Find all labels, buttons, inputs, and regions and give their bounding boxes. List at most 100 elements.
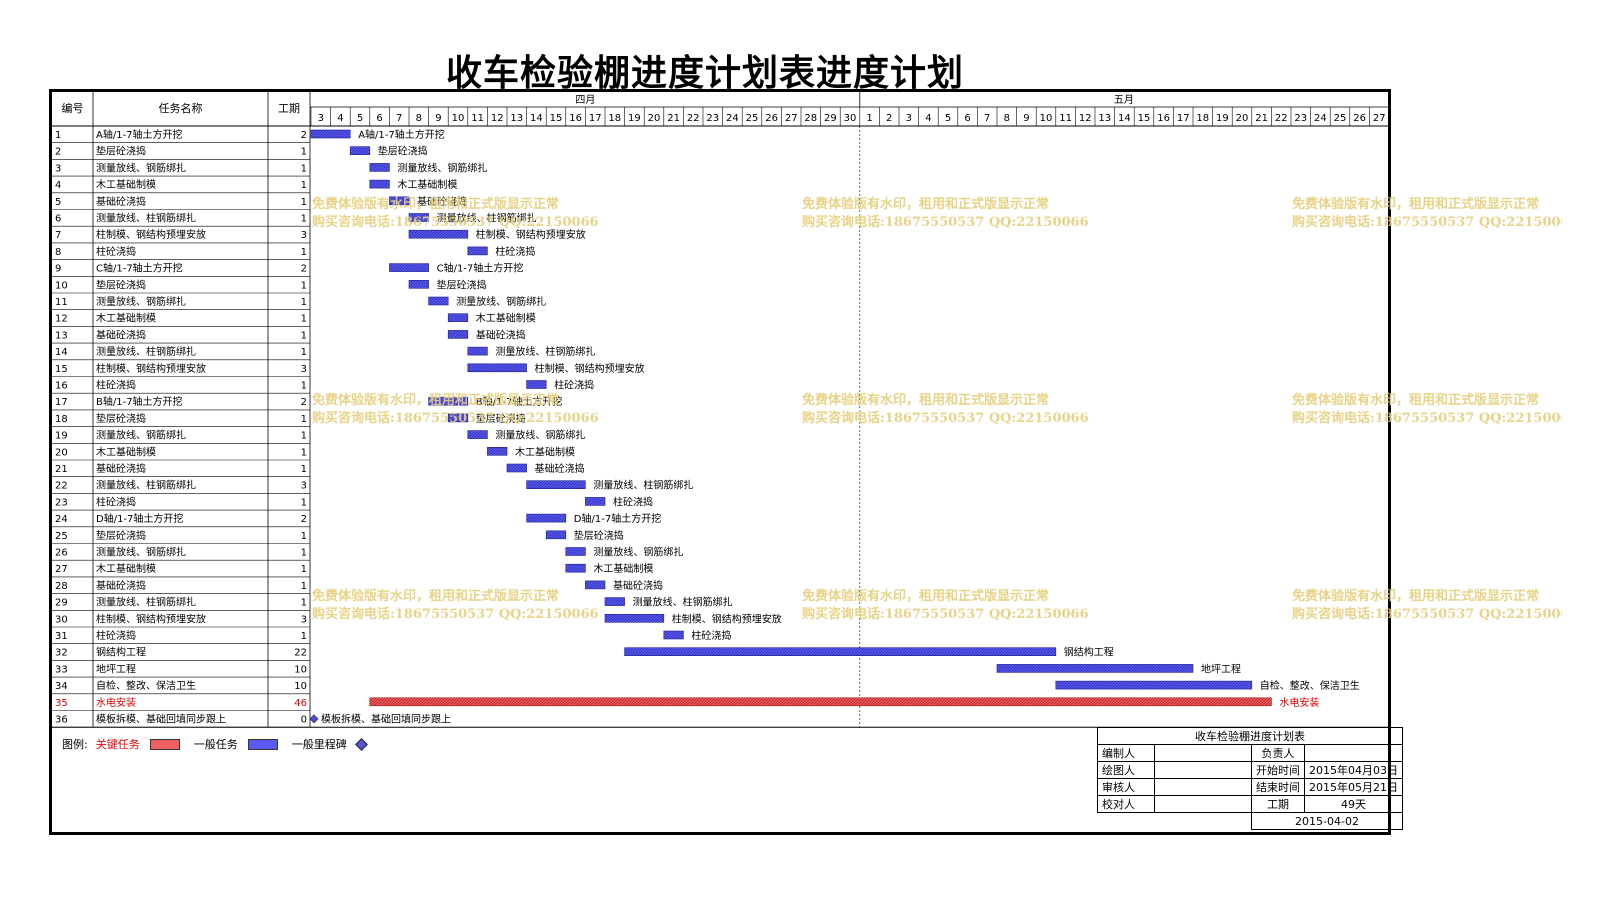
task-bar	[369, 697, 1272, 707]
day-label: 4	[925, 113, 931, 124]
day-label: 17	[589, 113, 602, 124]
gantt-frame	[49, 89, 1391, 835]
task-name: 测量放线、钢筋绑扎	[96, 429, 186, 442]
day-label: 11	[1059, 113, 1072, 124]
task-duration: 2	[301, 130, 307, 141]
task-duration: 1	[301, 247, 307, 258]
task-name: C轴/1-7轴土方开挖	[96, 262, 183, 275]
bar-label: C轴/1-7轴土方开挖	[437, 262, 524, 275]
day-label: 10	[1040, 113, 1053, 124]
info-drawer	[1154, 761, 1252, 779]
info-table: 收车检验棚进度计划表 编制人 负责人 绘图人 开始时间 2015年04月03日 …	[1096, 727, 1404, 830]
info-duration: 49天	[1303, 795, 1404, 813]
task-name: 柱制模、钢结构预埋安放	[96, 362, 206, 375]
bar-label: 基础砼浇捣	[417, 195, 467, 208]
task-id: 28	[55, 581, 68, 592]
task-name: 柱砼浇捣	[96, 629, 136, 642]
task-bar	[447, 330, 469, 339]
task-id: 35	[55, 698, 68, 709]
task-name: 测量放线、柱钢筋绑扎	[96, 212, 196, 225]
task-name: 柱砼浇捣	[96, 495, 136, 508]
task-id: 12	[55, 314, 68, 325]
bar-label: 模板拆模、基础回填同步跟上	[321, 713, 451, 726]
legend-label: 图例:	[62, 738, 88, 751]
day-label: 15	[550, 113, 563, 124]
day-label: 2	[886, 113, 892, 124]
bar-label: 测量放线、柱钢筋绑扎	[633, 596, 733, 609]
task-duration: 1	[301, 214, 307, 225]
info-date: 2015-04-02	[1250, 812, 1404, 830]
task-name: 柱制模、钢结构预埋安放	[96, 612, 206, 625]
task-duration: 3	[301, 481, 307, 492]
task-bar	[565, 563, 586, 573]
task-bar	[585, 497, 606, 506]
bar-label: 木工基础制模	[397, 178, 457, 191]
day-label: 29	[824, 113, 837, 124]
task-bar	[408, 229, 469, 239]
day-label: 16	[1157, 113, 1170, 124]
info-duration-label: 工期	[1251, 795, 1305, 813]
task-name: 测量放线、钢筋绑扎	[96, 546, 186, 559]
bar-label: 垫层砼浇捣	[476, 412, 526, 425]
task-id: 1	[55, 130, 61, 141]
day-label: 6	[376, 113, 382, 124]
day-label: 23	[706, 113, 719, 124]
task-id: 25	[55, 531, 68, 542]
task-name: 垫层砼浇捣	[96, 412, 146, 425]
day-label: 4	[337, 113, 343, 124]
day-label: 13	[1098, 113, 1111, 124]
bar-label: 柱砼浇捣	[613, 495, 653, 508]
task-name: A轴/1-7轴土方开挖	[96, 128, 183, 141]
task-duration: 1	[301, 464, 307, 475]
task-name: 木工基础制模	[96, 445, 156, 458]
task-duration: 1	[301, 581, 307, 592]
day-label: 14	[1118, 113, 1131, 124]
task-duration: 1	[301, 447, 307, 458]
task-id: 7	[55, 230, 61, 241]
task-id: 19	[55, 431, 68, 442]
task-bar	[389, 196, 410, 206]
task-name: 自检、整改、保洁卫生	[96, 679, 196, 692]
task-name: 水电安装	[96, 696, 136, 709]
task-id: 6	[55, 214, 61, 225]
bar-label: 测量放线、钢筋绑扎	[495, 429, 585, 442]
task-id: 9	[55, 264, 61, 275]
bar-label: 柱砼浇捣	[495, 245, 535, 258]
info-start: 2015年04月03日	[1303, 761, 1404, 779]
task-id: 2	[55, 147, 61, 158]
day-label: 20	[1236, 113, 1249, 124]
day-label: 27	[785, 113, 798, 124]
day-label: 1	[866, 113, 872, 124]
task-bar	[428, 296, 449, 306]
task-duration: 2	[301, 514, 307, 525]
task-id: 16	[55, 381, 68, 392]
task-name: 测量放线、柱钢筋绑扎	[96, 479, 196, 492]
task-id: 23	[55, 497, 68, 508]
task-bar	[408, 279, 429, 289]
day-label: 19	[1216, 113, 1229, 124]
day-label: 13	[510, 113, 523, 124]
task-id: 30	[55, 614, 68, 625]
header-name: 任务名称	[159, 101, 203, 115]
day-label: 23	[1294, 113, 1307, 124]
day-label: 22	[1275, 113, 1288, 124]
task-bar	[349, 146, 371, 155]
legend-critical-label: 关键任务	[95, 738, 140, 751]
task-name: D轴/1-7轴土方开挖	[96, 512, 183, 525]
task-name: 钢结构工程	[96, 646, 146, 659]
info-title: 收车检验棚进度计划表	[1096, 727, 1404, 745]
task-bar	[467, 246, 488, 256]
task-id: 26	[55, 548, 68, 559]
day-label: 14	[530, 113, 543, 124]
bar-label: 基础砼浇捣	[613, 579, 663, 592]
task-duration: 1	[301, 197, 307, 208]
task-name: 基础砼浇捣	[96, 195, 146, 208]
task-id: 24	[55, 514, 68, 525]
task-id: 20	[55, 447, 68, 458]
task-id: 15	[55, 364, 68, 375]
task-bar	[369, 179, 390, 189]
task-bar	[1055, 680, 1253, 690]
task-duration: 1	[301, 564, 307, 575]
day-label: 26	[1353, 113, 1366, 124]
task-duration: 46	[294, 698, 307, 709]
